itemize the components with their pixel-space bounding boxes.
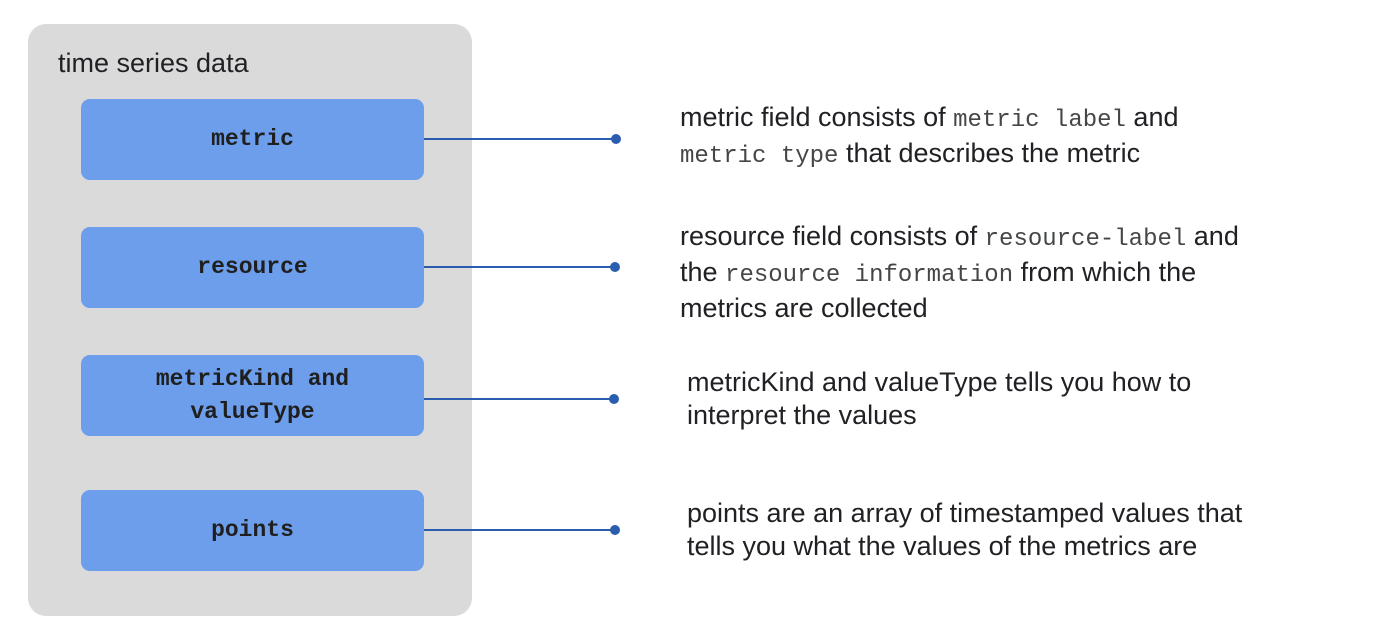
field-box-metrickind-valuetype: metricKind and valueType <box>81 355 424 436</box>
field-label-resource: resource <box>197 254 308 280</box>
description-resource-line1: resource field consists of resource-labe… <box>680 220 1239 256</box>
description-text: from which the <box>1013 257 1197 287</box>
connector-dot-resource <box>610 262 620 272</box>
code-metric-label: metric label <box>953 107 1126 134</box>
description-text: resource field consists of <box>680 221 985 251</box>
description-metric-line2: metric type that describes the metric <box>680 137 1178 173</box>
description-text: the <box>680 257 726 287</box>
description-resource: resource field consists of resource-labe… <box>680 220 1239 325</box>
field-label-points: points <box>211 517 294 543</box>
panel-title: time series data <box>58 48 249 78</box>
field-box-resource: resource <box>81 227 424 308</box>
connector-dot-points <box>610 525 620 535</box>
connector-dot-metric <box>611 134 621 144</box>
field-label-metric: metric <box>211 126 294 152</box>
description-metrickind-line2: interpret the values <box>687 400 917 430</box>
field-label-metrickind-line1: metricKind and <box>155 365 350 392</box>
description-text: and <box>1125 102 1179 132</box>
field-label-metrickind-line2: valueType <box>190 398 315 425</box>
description-resource-line3: metrics are collected <box>680 293 928 323</box>
field-box-points: points <box>81 490 424 571</box>
description-resource-line2: the resource information from which the <box>680 256 1239 292</box>
description-metric-line1: metric field consists of metric label an… <box>680 101 1178 137</box>
connector-dot-metrickind <box>609 394 619 404</box>
code-resource-label: resource-label <box>984 226 1187 253</box>
description-metrickind: metricKind and valueType tells you how t… <box>687 366 1191 432</box>
code-resource-information: resource information <box>725 262 1014 289</box>
description-metric: metric field consists of metric label an… <box>680 101 1178 173</box>
description-text: and <box>1186 221 1239 251</box>
description-points-line1: points are an array of timestamped value… <box>687 498 1243 528</box>
description-metrickind-line1: metricKind and valueType tells you how t… <box>687 367 1192 397</box>
field-box-metric: metric <box>81 99 424 180</box>
description-points-line2: tells you what the values of the metrics… <box>687 531 1198 561</box>
connector-group <box>424 134 621 535</box>
description-points: points are an array of timestamped value… <box>687 497 1242 563</box>
description-text: metric field consists of <box>680 102 954 132</box>
code-metric-type: metric type <box>680 143 839 170</box>
description-text: that describes the metric <box>838 138 1141 168</box>
